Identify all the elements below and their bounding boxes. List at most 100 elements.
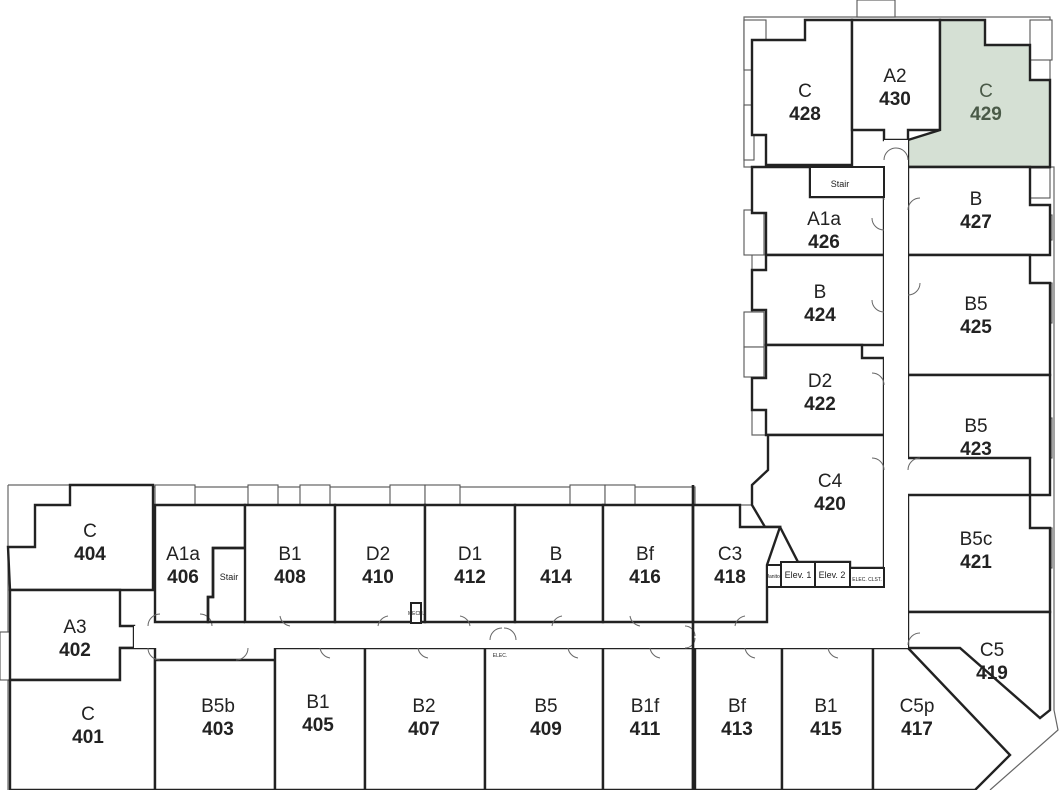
room-419-type-label: C5 bbox=[980, 640, 1004, 661]
room-423-type-label: B5 bbox=[964, 416, 987, 437]
room-430-number-label: 430 bbox=[879, 89, 911, 110]
room-422-shape[interactable] bbox=[750, 343, 886, 437]
room-417-type-label: C5p bbox=[900, 696, 935, 717]
room-418-shape[interactable] bbox=[691, 503, 782, 624]
room-406-number-label: 406 bbox=[167, 567, 199, 588]
room-420-number-label: 420 bbox=[814, 494, 846, 515]
stair-north: Stair bbox=[809, 166, 885, 198]
room-421-number-label: 421 bbox=[960, 552, 992, 573]
janitor-label: Janitor bbox=[766, 574, 781, 580]
room-401-type-label: C bbox=[81, 704, 95, 725]
elec-label: ELEC. bbox=[493, 653, 507, 659]
room-414-type-label: B bbox=[550, 544, 563, 565]
room-426-number-label: 426 bbox=[808, 232, 840, 253]
room-411-type-label: B1f bbox=[631, 696, 660, 717]
room-408-number-label: 408 bbox=[274, 567, 306, 588]
room-428-type-label: C bbox=[798, 81, 812, 102]
corridor bbox=[134, 140, 908, 648]
room-427-shape[interactable] bbox=[906, 165, 1052, 257]
room-423-number-label: 423 bbox=[960, 439, 992, 460]
room-413-number-label: 413 bbox=[721, 719, 753, 740]
room-420-type-label: C4 bbox=[818, 471, 843, 492]
room-412-number-label: 412 bbox=[454, 567, 486, 588]
room-425-type-label: B5 bbox=[964, 294, 987, 315]
room-410-type-label: D2 bbox=[366, 544, 390, 565]
room-405-number-label: 405 bbox=[302, 715, 334, 736]
small-utilities: MECH. ELEC. bbox=[408, 602, 507, 659]
room-412-type-label: D1 bbox=[458, 544, 482, 565]
mech-label: MECH. bbox=[408, 611, 424, 617]
room-404-number-label: 404 bbox=[74, 544, 106, 565]
elec-clst-label: ELEC. CLST. bbox=[852, 577, 881, 583]
room-407-number-label: 407 bbox=[408, 719, 440, 740]
room-403-number-label: 403 bbox=[202, 719, 234, 740]
room-413-type-label: Bf bbox=[728, 696, 747, 717]
room-416-type-label: Bf bbox=[636, 544, 655, 565]
room-426-type-label: A1a bbox=[807, 209, 841, 230]
room-428-shape[interactable] bbox=[750, 18, 854, 167]
room-401-number-label: 401 bbox=[72, 727, 104, 748]
room-402-type-label: A3 bbox=[63, 617, 86, 638]
stair-west: Stair bbox=[206, 546, 245, 624]
room-416-number-label: 416 bbox=[629, 567, 661, 588]
room-405-type-label: B1 bbox=[306, 692, 329, 713]
room-409-number-label: 409 bbox=[530, 719, 562, 740]
room-410-number-label: 410 bbox=[362, 567, 394, 588]
room-424-number-label: 424 bbox=[804, 305, 836, 326]
room-427-type-label: B bbox=[970, 189, 983, 210]
room-429-shape[interactable] bbox=[906, 18, 1052, 169]
room-403-shape[interactable] bbox=[153, 658, 277, 790]
elev1-label: Elev. 1 bbox=[785, 570, 812, 580]
room-425-number-label: 425 bbox=[960, 317, 992, 338]
room-415-number-label: 415 bbox=[810, 719, 842, 740]
room-404-shape[interactable] bbox=[6, 483, 155, 592]
room-414-number-label: 414 bbox=[540, 567, 572, 588]
elevator-1 bbox=[780, 561, 816, 588]
stair-north-label: Stair bbox=[831, 179, 850, 189]
room-419-number-label: 419 bbox=[976, 663, 1008, 684]
room-427-number-label: 427 bbox=[960, 212, 992, 233]
room-425-shape[interactable] bbox=[906, 253, 1052, 377]
room-418-type-label: C3 bbox=[718, 544, 742, 565]
room-411-number-label: 411 bbox=[630, 719, 661, 740]
room-421-type-label: B5c bbox=[960, 529, 993, 550]
room-403-type-label: B5b bbox=[201, 696, 235, 717]
room-407-type-label: B2 bbox=[412, 696, 435, 717]
room-429-number-label: 429 bbox=[970, 104, 1002, 125]
room-404-type-label: C bbox=[83, 521, 97, 542]
room-422-number-label: 422 bbox=[804, 394, 836, 415]
room-422-type-label: D2 bbox=[808, 371, 832, 392]
stair-west-label: Stair bbox=[220, 572, 239, 582]
elevators: Janitor Elev. 1 Elev. 2 ELEC. CLST. bbox=[766, 561, 885, 588]
room-430-type-label: A2 bbox=[883, 66, 906, 87]
